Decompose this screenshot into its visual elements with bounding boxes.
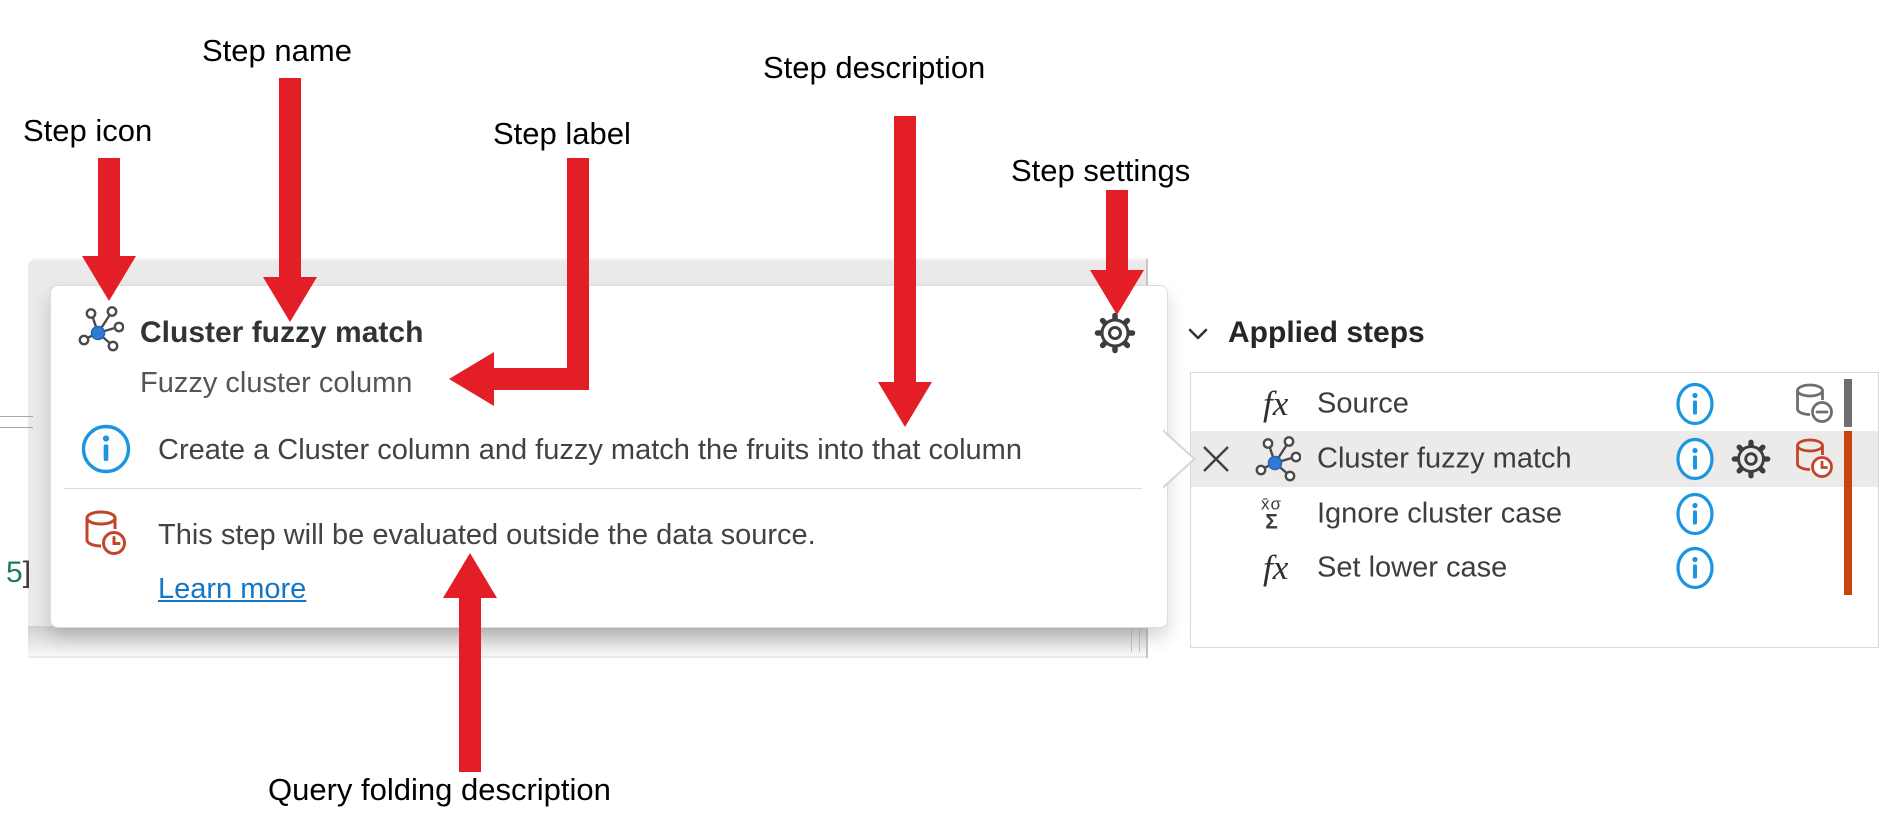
- annotation-step-label: Step label: [493, 116, 631, 151]
- arrow-query-folding: [459, 598, 481, 772]
- applied-steps-heading[interactable]: Applied steps: [1228, 316, 1425, 349]
- panel-edge-line: [1131, 612, 1132, 652]
- step-row-set-lower-case[interactable]: fx Set lower case: [1191, 541, 1878, 595]
- annotation-step-icon: Step icon: [23, 113, 153, 148]
- step-tooltip-card: [50, 285, 1168, 628]
- database-clock-icon: [80, 507, 132, 561]
- gear-icon[interactable]: [1729, 437, 1773, 481]
- info-icon[interactable]: [1675, 382, 1715, 426]
- arrowhead-step-name: [263, 277, 317, 322]
- step-row-label: Set lower case: [1317, 551, 1508, 584]
- arrowhead-step-description: [878, 382, 932, 427]
- statistics-icon: x̄σ Σ: [1261, 494, 1282, 534]
- card-divider: [64, 488, 1142, 489]
- arrowhead-step-settings: [1090, 270, 1144, 315]
- learn-more-link[interactable]: Learn more: [158, 573, 307, 605]
- annotation-query-folding: Query folding description: [268, 772, 611, 807]
- cluster-icon: [1255, 436, 1301, 482]
- fx-icon: fx: [1263, 384, 1289, 423]
- tooltip-beak: [1162, 431, 1193, 487]
- delete-x-icon[interactable]: [1199, 442, 1233, 476]
- folding-rail-gray: [1844, 379, 1852, 427]
- info-icon: [80, 423, 132, 475]
- arrow-step-label: [567, 158, 589, 390]
- annotation-step-name: Step name: [202, 33, 352, 68]
- info-icon[interactable]: [1675, 492, 1715, 536]
- info-icon[interactable]: [1675, 437, 1715, 481]
- step-description-text: Create a Cluster column and fuzzy match …: [158, 434, 1022, 466]
- editor-backdrop-shadow: [28, 626, 1146, 656]
- applied-steps-panel: fx Source: [1190, 372, 1879, 648]
- arrowhead-query-folding: [443, 553, 497, 598]
- arrowhead-step-icon: [82, 256, 136, 301]
- arrow-step-description: [894, 116, 916, 382]
- info-icon[interactable]: [1675, 546, 1715, 590]
- database-clock-icon: [1791, 436, 1839, 482]
- cluster-fuzzy-match-icon: [78, 306, 124, 352]
- annotation-step-description: Step description: [763, 50, 986, 85]
- arrowhead-step-label: [449, 352, 494, 406]
- step-row-label: Cluster fuzzy match: [1317, 442, 1572, 475]
- fx-icon: fx: [1263, 548, 1289, 587]
- splitter-line: [0, 416, 33, 417]
- step-label-text: Fuzzy cluster column: [140, 367, 413, 399]
- code-line-number: 5]: [6, 556, 32, 589]
- annotation-step-settings: Step settings: [1011, 153, 1191, 188]
- arrow-step-name: [279, 78, 301, 277]
- step-row-label: Ignore cluster case: [1317, 497, 1563, 530]
- step-row-source[interactable]: fx Source: [1191, 377, 1878, 431]
- gear-icon[interactable]: [1092, 310, 1138, 356]
- query-folding-text: This step will be evaluated outside the …: [158, 519, 816, 551]
- arrow-step-settings: [1106, 190, 1128, 270]
- database-minus-icon: [1791, 381, 1839, 427]
- panel-edge-line: [1139, 612, 1140, 652]
- step-row-ignore-cluster-case[interactable]: x̄σ Σ Ignore cluster case: [1191, 487, 1878, 541]
- step-row-cluster-fuzzy-match[interactable]: Cluster fuzzy match: [1191, 431, 1878, 487]
- splitter-line: [0, 427, 33, 428]
- arrow-step-label: [494, 368, 589, 390]
- folding-rail-orange: [1844, 431, 1852, 595]
- step-row-label: Source: [1317, 387, 1409, 420]
- arrow-step-icon: [98, 158, 120, 256]
- chevron-down-icon[interactable]: [1186, 322, 1210, 346]
